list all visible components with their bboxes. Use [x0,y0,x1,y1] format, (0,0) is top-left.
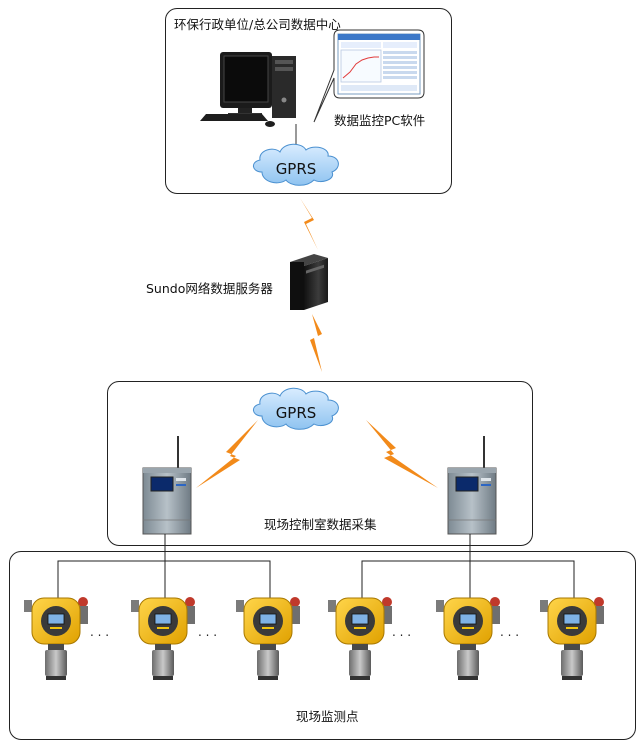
server-icon [290,254,328,310]
data-acquisition-cabinet-icon [447,436,497,535]
server-label: Sundo网络数据服务器 [146,281,273,296]
wiring-lines [57,534,575,598]
gprs-middle-label: GPRS [276,404,317,422]
ellipsis-text: . . . [198,625,217,639]
gas-detector-icon [328,597,392,680]
data-acquisition-cabinet-icon [142,436,192,535]
monitoring-points-panel [9,551,636,740]
ellipsis-text: . . . [90,625,109,639]
pc-software-label: 数据监控PC软件 [334,113,426,128]
software-callout [313,29,425,123]
ellipsis-text: . . . [500,625,519,639]
gas-detector-icon [131,597,195,680]
ellipsis-text: . . . [392,625,411,639]
gas-detector-icon [540,597,604,680]
data-center-label: 环保行政单位/总公司数据中心 [174,17,341,32]
software-screenshot-icon [337,33,421,95]
lightning-bolt-icon [300,198,318,250]
gas-detector-icon [436,597,500,680]
lightning-bolt-icon [196,420,258,488]
gas-detector-icon [236,597,300,680]
gprs-top-label: GPRS [276,160,317,178]
computer-icon [200,52,296,127]
control-room-label: 现场控制室数据采集 [264,517,377,532]
gprs-cloud-top-icon [253,143,339,186]
gprs-cloud-middle-icon [253,387,339,430]
monitoring-points-label: 现场监测点 [296,709,359,724]
gas-detector-icon [24,597,88,680]
lightning-bolt-icon [366,420,438,488]
lightning-bolt-icon [310,314,322,372]
